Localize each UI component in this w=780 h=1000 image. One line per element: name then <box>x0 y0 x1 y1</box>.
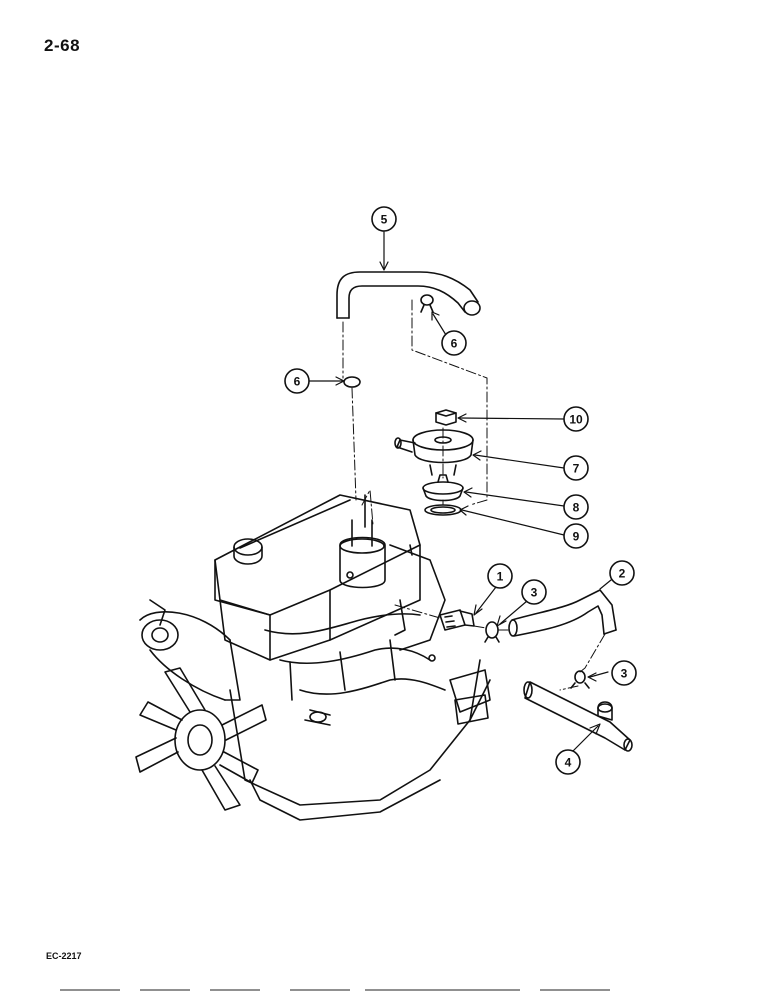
hose-clip-lower <box>343 376 361 388</box>
callout-5: 5 <box>371 206 397 232</box>
callout-9-label: 9 <box>573 530 580 544</box>
callout-1-label: 1 <box>497 570 504 584</box>
callout-4-label: 4 <box>565 756 572 770</box>
bypass-hose <box>508 589 617 637</box>
hose-clip-upper <box>420 294 434 313</box>
callout-2-label: 2 <box>619 567 626 581</box>
engine-block <box>135 494 491 821</box>
callout-6-upper: 6 <box>441 330 467 356</box>
water-tube <box>523 681 633 752</box>
leader-lines <box>308 231 612 753</box>
figure-code: EC-2217 <box>46 951 82 961</box>
callouts: 5 6 6 10 7 8 9 1 <box>284 206 637 775</box>
callout-8: 8 <box>563 494 589 520</box>
callout-10: 10 <box>563 406 589 432</box>
thermostat <box>422 474 464 502</box>
thermostat-nut <box>435 409 457 426</box>
hose-adapter <box>439 609 475 631</box>
hose-clip-tube <box>570 670 590 689</box>
thermostat-gasket <box>424 504 462 516</box>
callout-6-lower-label: 6 <box>294 375 301 389</box>
callout-3-upper-label: 3 <box>531 586 538 600</box>
callout-7-label: 7 <box>573 462 580 476</box>
upper-hose <box>336 271 481 319</box>
callout-6-upper-label: 6 <box>451 337 458 351</box>
callout-8-label: 8 <box>573 501 580 515</box>
thermostat-housing <box>394 429 474 476</box>
assembly-lines <box>342 299 606 691</box>
callout-1: 1 <box>487 563 513 589</box>
callout-3-lower-label: 3 <box>621 667 628 681</box>
callout-10-label: 10 <box>569 413 583 427</box>
callout-6-lower: 6 <box>284 368 310 394</box>
callout-7: 7 <box>563 455 589 481</box>
callout-2: 2 <box>609 560 635 586</box>
callout-5-label: 5 <box>381 213 388 227</box>
callout-3-upper: 3 <box>521 579 547 605</box>
page-number: 2-68 <box>44 36 81 55</box>
callout-9: 9 <box>563 523 589 549</box>
callout-4: 4 <box>555 749 581 775</box>
callout-3-lower: 3 <box>611 660 637 686</box>
